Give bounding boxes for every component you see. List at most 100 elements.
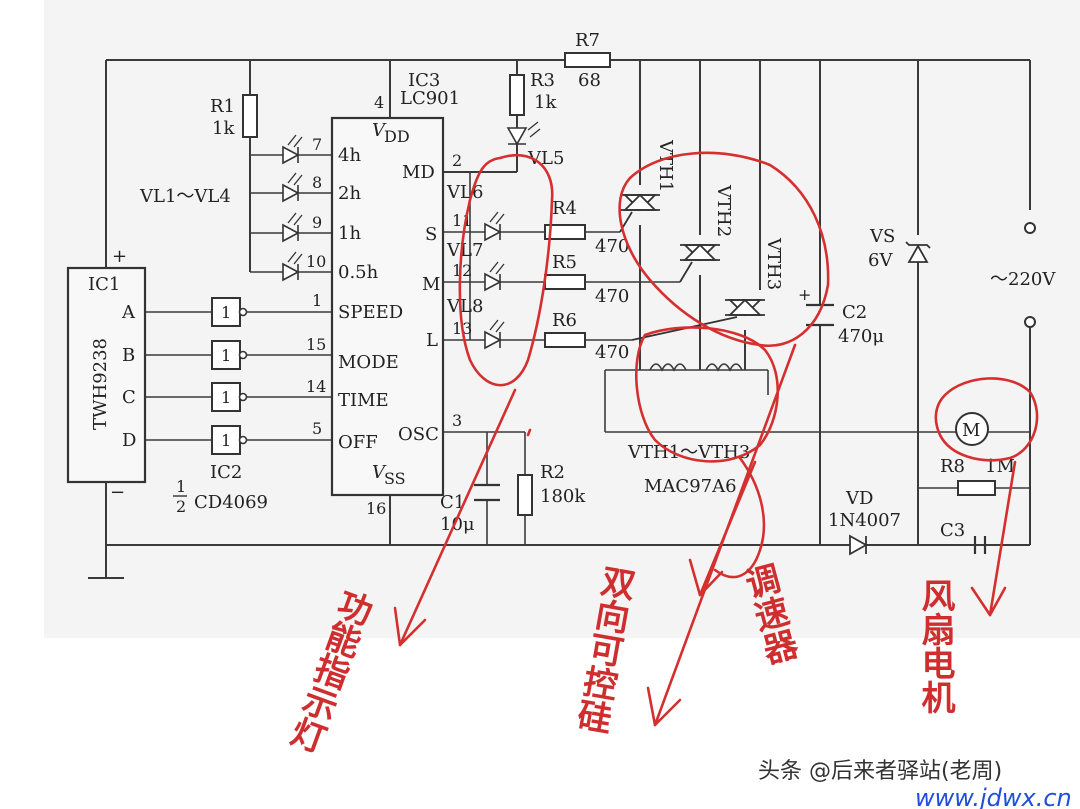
vd-name: VD (845, 488, 873, 509)
c1-name: C1 (440, 492, 465, 513)
ic3-right-label: OSC (398, 424, 439, 445)
r5-name: R5 (552, 252, 577, 273)
r2-value: 180k (540, 486, 586, 507)
ic3-right-label: S (425, 224, 437, 245)
ic3-vdd: V (372, 120, 387, 141)
wires (88, 59, 1031, 579)
ic1-minus: − (110, 482, 125, 503)
mains-terminal (1024, 222, 1036, 234)
ic3-right-num: 11 (452, 211, 472, 230)
svg-text:1: 1 (221, 303, 231, 322)
c2-value: 470μ (838, 326, 884, 347)
watermark-source: 头条 @后来者驿站(老周) (758, 759, 1002, 784)
annotation-speed: 调速器 (736, 560, 801, 669)
ic3-vdd-sub: DD (384, 127, 410, 146)
ic3-right-label: MD (402, 162, 435, 183)
r1-value: 1k (212, 118, 235, 139)
ic3-timer-label: 4h (338, 145, 361, 166)
ic1-name: IC1 (88, 274, 120, 295)
vth1-label: VTH1 (655, 139, 676, 192)
ic3-part: LC901 (400, 88, 460, 109)
ic3-body (330, 116, 445, 497)
ic3-name: IC3 (408, 70, 440, 91)
r6-value: 470 (595, 342, 629, 363)
c2-name: C2 (842, 302, 867, 323)
r7-name: R7 (575, 30, 600, 51)
r3-name: R3 (530, 70, 555, 91)
annotation-triac: 双向可控硅 (569, 562, 638, 736)
ic3-pin-num: 1 (312, 291, 322, 310)
annotation-indicator: 功能指示灯 (281, 583, 377, 757)
ic2-name: IC2 (210, 462, 242, 483)
vl5-label: VL5 (527, 148, 564, 169)
motor-label: M (962, 420, 980, 441)
ic3-timer-label: 2h (338, 183, 361, 204)
vs-value: 6V (868, 250, 893, 271)
annotation-arrows (393, 343, 1017, 727)
ic3-vdd-pin: 4 (374, 93, 384, 112)
r3-value: 1k (534, 92, 557, 113)
winding-coil (705, 363, 743, 372)
vl8-label: VL8 (446, 296, 483, 317)
vth2-label: VTH2 (713, 184, 734, 237)
r5-value: 470 (595, 286, 629, 307)
r6-name: R6 (552, 310, 577, 331)
annotation-circles (458, 151, 1039, 579)
ic3-pin-label: MODE (338, 352, 399, 373)
ic3-vss: V (372, 462, 387, 483)
ic3-right-num: 12 (452, 261, 472, 280)
ic3-pin-label: TIME (338, 390, 389, 411)
watermark-site: www.jdwx.cn (915, 784, 1072, 809)
ic3-timer-num: 7 (312, 135, 322, 154)
r8-name: R8 (940, 456, 965, 477)
ic3-pin-label: OFF (338, 432, 378, 453)
svg-text:1: 1 (221, 346, 231, 365)
ic3-pin-num: 5 (312, 419, 322, 438)
c3-name: C3 (940, 520, 965, 541)
r2-name: R2 (540, 462, 565, 483)
ic1-pin-b: B (122, 345, 135, 366)
c2-plus: + (798, 285, 811, 304)
ic3-pin-num: 15 (306, 335, 326, 354)
ic2-part: CD4069 (194, 492, 268, 513)
rectifier-diode-symbol (849, 534, 868, 556)
led-diodes (282, 127, 528, 350)
ic3-vss-sub: SS (384, 469, 406, 488)
c1-value: 10μ (440, 514, 475, 535)
ic1-pin-a: A (121, 302, 136, 323)
resistors (242, 52, 996, 516)
vl6-label: VL6 (446, 182, 483, 203)
ic3-right-label: M (422, 274, 440, 295)
zener-diode-symbol (905, 241, 931, 263)
ic3-timer-label: 0.5h (338, 262, 379, 283)
winding-coil (649, 363, 687, 372)
ic2-half-num: 1 (176, 477, 186, 496)
triac-part: MAC97A6 (644, 476, 737, 497)
ic1-pin-d: D (122, 430, 136, 451)
ic3-pin-label: SPEED (338, 302, 403, 323)
svg-text:1: 1 (221, 388, 231, 407)
svg-text:1: 1 (221, 431, 231, 450)
ic3-right-num: 3 (452, 411, 462, 430)
vth3-label: VTH3 (763, 237, 784, 290)
ic3-timer-label: 1h (338, 223, 361, 244)
ic3-timer-num: 9 (312, 213, 322, 232)
annotation-fan: 风扇电机 (915, 578, 955, 715)
inverter-gates: 1 1 1 1 (211, 297, 248, 455)
vl7-label: VL7 (446, 240, 483, 261)
ic1-part: TWH9238 (90, 338, 111, 430)
r1-name: R1 (210, 96, 235, 117)
ic1-body (66, 266, 147, 484)
ic1-plus: + (112, 246, 127, 267)
vd-part: 1N4007 (828, 510, 901, 531)
ic2-half-den: 2 (176, 497, 186, 516)
motor-icon (955, 412, 989, 446)
led-light-arrows (287, 121, 541, 333)
r4-value: 470 (595, 236, 629, 257)
ic3-right-label: L (426, 330, 438, 351)
r4-name: R4 (552, 198, 577, 219)
ic3-timer-num: 10 (306, 252, 326, 271)
mains-label: ～220V (990, 269, 1056, 290)
